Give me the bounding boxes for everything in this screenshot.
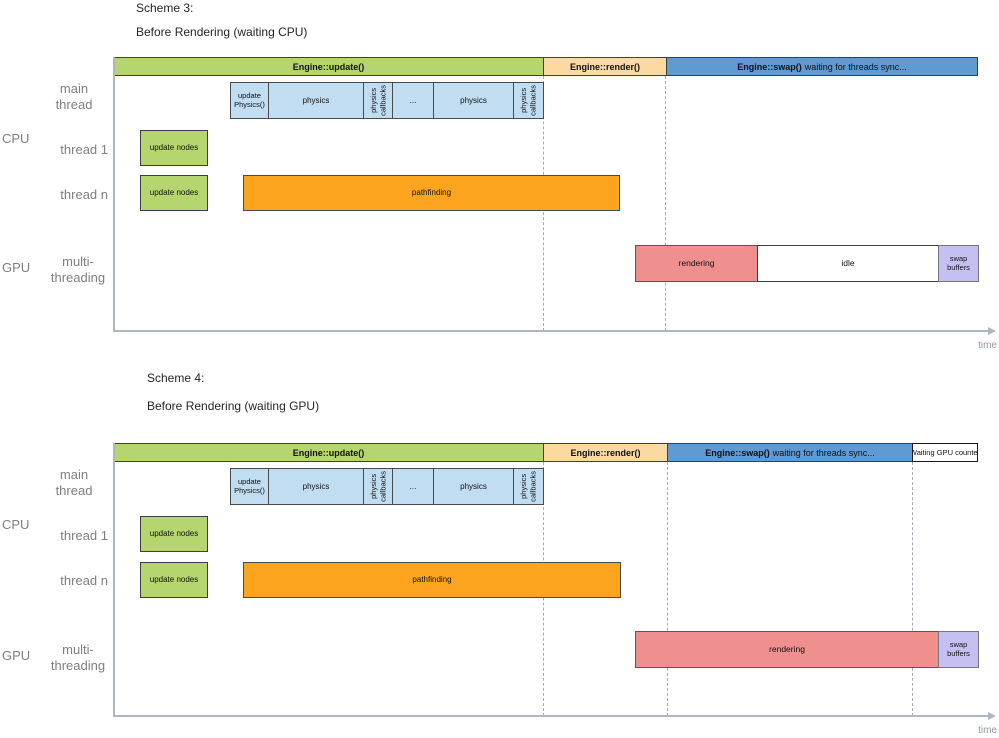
scheme3-divider-render-swap <box>665 76 666 331</box>
scheme3-rendering-box: rendering <box>635 245 758 282</box>
scheme3-title: Scheme 3: <box>136 1 194 15</box>
scheme3-time-axis-label: time <box>978 340 997 351</box>
scheme4-physics-callbacks-vertical-label-2: physics callbacks <box>519 471 538 502</box>
scheme3-row-label-thread-n: thread n <box>60 187 108 202</box>
scheme4-header-swap-label: Engine::swap() <box>705 447 770 458</box>
scheme4-title: Scheme 4: <box>147 371 205 385</box>
scheme4-header-render-label: Engine::render() <box>570 447 641 458</box>
scheme4-y-axis <box>113 443 115 716</box>
scheme4-time-axis-label: time <box>978 725 997 736</box>
scheme3-header-swap-label: Engine::swap() <box>737 61 802 72</box>
scheme3-physics-callbacks-vertical-label-1: physics callbacks <box>368 85 387 116</box>
scheme3-thread1-update-nodes-box: update nodes <box>140 130 208 166</box>
scheme3-subtitle: Before Rendering (waiting CPU) <box>136 25 308 39</box>
scheme4-physics-box-2: physics <box>433 468 514 505</box>
scheme3-swap-buffers-box: swap buffers <box>938 245 979 282</box>
scheme4-physics-callbacks-box-1: physics callbacks <box>363 468 393 505</box>
scheme4-ellipsis-box: ... <box>392 468 434 505</box>
scheme4-pathfinding-box: pathfinding <box>243 562 621 598</box>
scheme4-divider-render-swap <box>667 462 668 716</box>
scheme3-idle-box: idle <box>757 245 939 282</box>
scheme4-row-label-thread-1: thread 1 <box>60 528 108 543</box>
scheme4-physics-callbacks-vertical-label-1: physics callbacks <box>368 471 387 502</box>
scheme4-row-label-cpu: CPU <box>2 517 30 532</box>
scheme4-header-update: Engine::update() <box>113 443 544 462</box>
scheme3-physics-callbacks-vertical-label-2: physics callbacks <box>519 85 538 116</box>
scheme4-time-axis-arrow-icon <box>988 712 996 720</box>
scheme4-thread1-update-nodes-box: update nodes <box>140 516 208 552</box>
scheme3-pathfinding-box: pathfinding <box>243 175 620 211</box>
scheme4-row-label-gpu: GPU <box>2 648 31 663</box>
scheme4-threadn-update-nodes-box: update nodes <box>140 562 208 598</box>
scheme4-row-label-multi-threading: multi- threading <box>50 642 106 673</box>
scheme4-physics-callbacks-box-2: physics callbacks <box>513 468 544 505</box>
scheme3-physics-box-1: physics <box>268 82 364 119</box>
scheme3-row-label-cpu: CPU <box>2 131 30 146</box>
scheme4-swap-buffers-box: swap buffers <box>938 631 979 668</box>
scheme3-physics-callbacks-box-2: physics callbacks <box>513 82 544 119</box>
scheme4-header-update-label: Engine::update() <box>292 447 365 458</box>
scheme3-header-render: Engine::render() <box>543 57 667 76</box>
scheme3-header-swap: Engine::swap() waiting for threads sync.… <box>666 57 978 76</box>
scheme3-header-update: Engine::update() <box>113 57 544 76</box>
scheme3-row-label-main-thread: main thread <box>55 81 93 112</box>
scheme4-divider-swap-counter <box>912 462 913 716</box>
scheme3-header-update-label: Engine::update() <box>292 61 365 72</box>
scheme4-header-swap: Engine::swap() waiting for threads sync.… <box>667 443 913 462</box>
scheme3-y-axis <box>113 57 115 331</box>
scheme4-header-render: Engine::render() <box>543 443 668 462</box>
scheme4-update-physics-box: update Physics() <box>230 468 269 505</box>
scheme4-header-waiting-gpu-counter: Waiting GPU counter <box>912 443 978 462</box>
scheme3-time-axis <box>113 330 988 332</box>
scheme4-header-swap-note: waiting for threads sync... <box>772 447 875 458</box>
scheme3-row-label-multi-threading: multi- threading <box>50 254 106 285</box>
scheme3-update-physics-box: update Physics() <box>230 82 269 119</box>
scheme3-physics-box-2: physics <box>433 82 514 119</box>
scheme4-rendering-box: rendering <box>635 631 939 668</box>
scheme3-ellipsis-box: ... <box>392 82 434 119</box>
scheme3-header-render-label: Engine::render() <box>569 61 640 72</box>
scheme4-physics-box-1: physics <box>268 468 364 505</box>
scheme4-time-axis <box>113 715 988 717</box>
scheme3-physics-callbacks-box-1: physics callbacks <box>363 82 393 119</box>
scheme3-header-swap-note: waiting for threads sync... <box>804 61 907 72</box>
scheme3-threadn-update-nodes-box: update nodes <box>140 175 208 211</box>
scheme3-row-label-gpu: GPU <box>2 260 31 275</box>
scheme4-row-label-thread-n: thread n <box>60 573 108 588</box>
scheme3-time-axis-arrow-icon <box>988 327 996 335</box>
scheme4-subtitle: Before Rendering (waiting GPU) <box>147 399 320 413</box>
scheme3-row-label-thread-1: thread 1 <box>60 142 108 157</box>
scheme4-row-label-main-thread: main thread <box>55 467 93 498</box>
